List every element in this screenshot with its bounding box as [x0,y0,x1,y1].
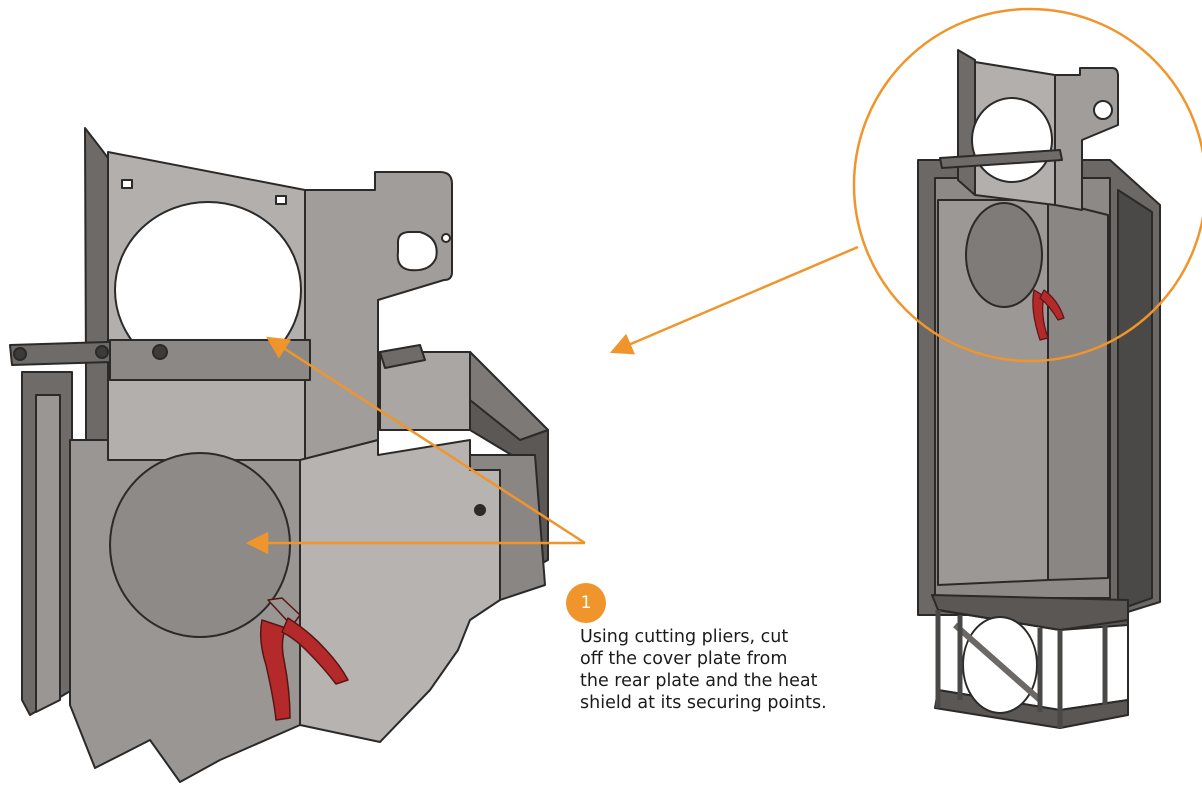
detail-reference-arrow [609,245,859,355]
overview-base-frame [931,594,1129,729]
overview-cover-plate [965,202,1043,308]
left-channel [21,371,73,716]
instruction-line-3: the rear plate and the heat [580,671,818,691]
detail-view [9,127,549,783]
instruction-line-2: off the cover plate from [580,649,788,669]
rear-plate [84,127,453,476]
cover-plate [109,452,291,638]
heat-shield [69,439,501,783]
mounting-bracket [9,339,426,381]
detail-magnifier-circle [852,7,1202,363]
step-instruction: Using cutting pliers, cut off the cover … [580,626,900,714]
rear-plate-pointer-arrow [266,336,586,545]
overview-pliers [1032,289,1065,341]
overview-rear-plate [939,49,1119,211]
instruction-line-4: shield at its securing points. [580,693,827,713]
overview-assembly [917,49,1161,729]
cutting-pliers-icon [259,597,349,721]
overview-housing [917,159,1161,616]
instruction-line-1: Using cutting pliers, cut [580,627,789,647]
step-number-badge: 1 [566,583,606,623]
callouts [245,7,1202,555]
